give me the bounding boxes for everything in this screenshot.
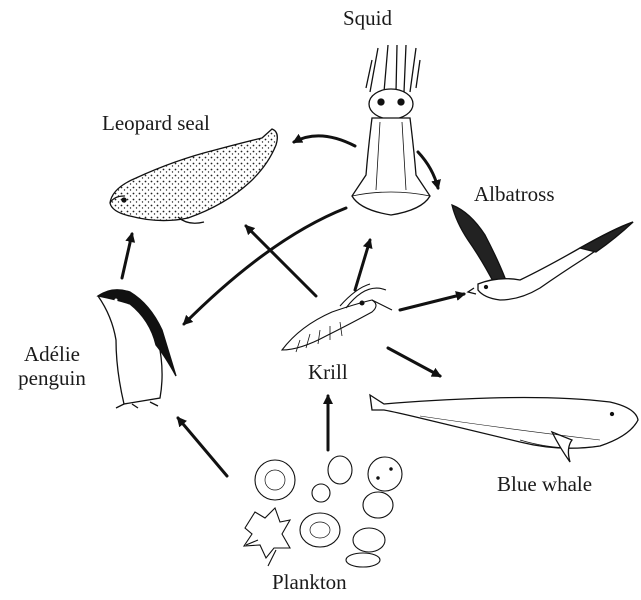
arrow-squid-to-penguin: [184, 208, 346, 324]
albatross-illustration: [452, 205, 633, 300]
adelie-penguin-illustration: [98, 290, 176, 408]
squid-label: Squid: [343, 6, 392, 30]
blue-whale-illustration: [370, 395, 638, 462]
arrow-plankton-to-penguin: [178, 418, 227, 476]
adelie-penguin-label: Adélie penguin: [12, 342, 92, 390]
arrow-penguin-to-seal: [122, 234, 132, 278]
arrow-krill-to-squid: [355, 240, 370, 290]
plankton-illustration: [244, 456, 402, 567]
adelie-penguin-label-line1: Adélie: [12, 342, 92, 366]
krill-label: Krill: [308, 360, 348, 384]
squid-illustration: [352, 45, 430, 215]
leopard-seal-illustration: [110, 129, 277, 223]
arrow-krill-to-whale: [388, 348, 440, 376]
adelie-penguin-label-line2: penguin: [12, 366, 92, 390]
arrow-squid-to-seal: [294, 136, 355, 146]
plankton-label: Plankton: [272, 570, 347, 594]
arrow-krill-to-albatross: [400, 294, 464, 310]
blue-whale-label: Blue whale: [497, 472, 592, 496]
leopard-seal-label: Leopard seal: [102, 111, 210, 135]
krill-illustration: [282, 284, 392, 352]
albatross-label: Albatross: [474, 182, 555, 206]
